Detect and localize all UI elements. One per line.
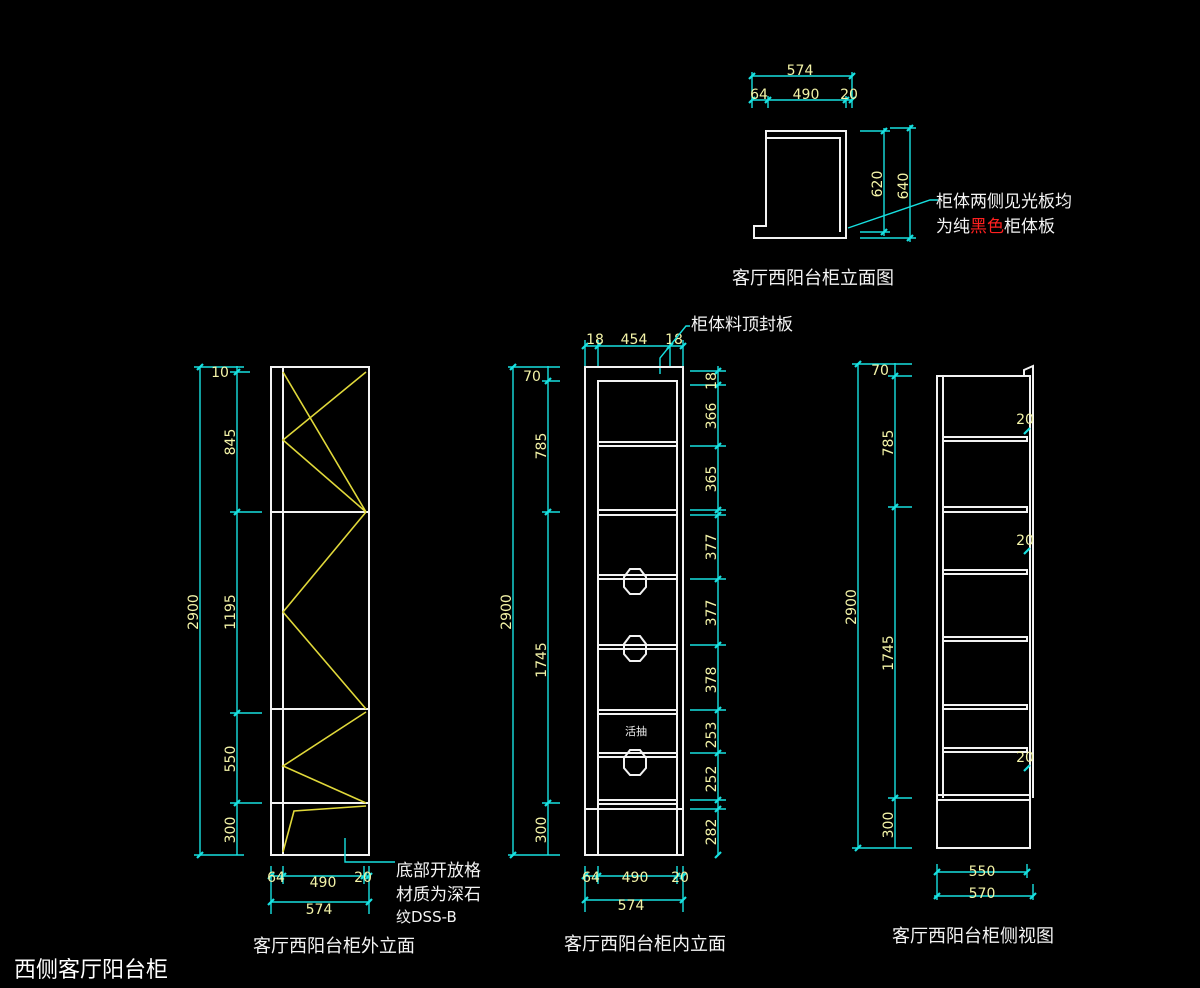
inner-drawer-label: 活抽 [625,724,647,738]
top-view-title: 客厅西阳台柜立面图 [732,268,894,289]
top-outer-height: 640 [896,173,912,200]
inner-base-dim: 300 [534,817,550,844]
inner-right-width: 20 [671,870,689,886]
outer-note-line2: 材质为深石 [396,885,481,905]
side-base-dim: 300 [881,812,897,839]
outer-lower-dim: 550 [223,746,239,773]
inner-total-height: 2900 [499,594,515,630]
outer-left-width: 64 [267,870,285,886]
side-gap-1: 20 [1016,412,1034,428]
top-inner-height: 620 [870,171,886,198]
outer-note-leader [344,838,395,863]
top-left-width: 64 [750,87,768,103]
top-view: 574 64 490 20 620 640 柜体两侧见光板均 为纯黑色柜体板 客… [732,63,1072,289]
inner-s2: 365 [704,466,720,493]
side-gap-2: 20 [1016,533,1034,549]
side-inner-width: 550 [969,864,996,880]
inner-top-left: 18 [586,332,604,348]
top-cabinet-outline [753,130,847,239]
outer-mid-width: 490 [310,875,337,891]
inner-s6: 253 [704,722,720,749]
inner-s1: 366 [704,403,720,430]
side-total-height: 2900 [844,589,860,625]
side-top-dim: 70 [871,363,889,379]
inner-s7: 252 [704,766,720,793]
inner-s5: 378 [704,667,720,694]
inner-s8: 282 [704,819,720,846]
inner-left-width: 64 [582,870,600,886]
top-note-line2: 为纯黑色柜体板 [936,217,1055,237]
side-view: 2900 70 785 1745 300 20 20 20 [844,360,1054,947]
outer-base-diagonal [282,805,367,853]
inner-lower-dim: 1745 [534,642,550,678]
inner-elevation: 18 454 18 柜体料顶封板 2900 70 785 1745 300 [499,315,793,955]
top-mid-width: 490 [793,87,820,103]
side-cabinet-frame [936,375,1031,849]
outer-door-diagonal-1 [281,371,367,513]
inner-s3: 377 [704,534,720,561]
inner-overall-width: 574 [618,898,645,914]
inner-handle-2 [623,635,647,662]
outer-upper-dim: 845 [223,429,239,456]
inner-top-dim: 70 [523,369,541,385]
page-title: 西侧客厅阳台柜 [14,958,168,983]
inner-upper-dim: 785 [534,433,550,460]
outer-door-diagonal-3 [281,711,367,804]
inner-elevation-title: 客厅西阳台柜内立面 [564,934,726,955]
side-outer-width: 570 [969,886,996,902]
inner-top-mid: 454 [621,332,648,348]
inner-handle-1 [623,568,647,595]
top-note-leader [847,199,938,229]
outer-cabinet-frame [270,366,370,856]
outer-door-diagonal-2 [281,511,367,710]
side-upper-dim: 785 [881,430,897,457]
outer-top-dim: 10 [211,365,229,381]
inner-cabinet-inner [597,380,678,805]
outer-overall-width: 574 [306,902,333,918]
side-lower-dim: 1745 [881,635,897,671]
outer-note-line3: 纹DSS-B [396,908,457,926]
top-note-line1: 柜体两侧见光板均 [936,192,1072,212]
side-gap-3: 20 [1016,750,1034,766]
top-cabinet-inner [765,137,841,232]
outer-elevation: 2900 10 845 1195 550 300 底部开放格 材质为深石 纹DS… [186,363,481,957]
inner-s1b: 18 [704,372,720,390]
outer-total-height: 2900 [186,594,202,630]
inner-mid-width: 490 [622,870,649,886]
outer-base-dim: 300 [223,817,239,844]
outer-note-line1: 底部开放格 [396,861,481,881]
top-right-width: 20 [840,87,858,103]
inner-cabinet-frame [584,366,684,856]
outer-elevation-title: 客厅西阳台柜外立面 [253,936,415,957]
outer-right-width: 20 [354,870,372,886]
side-view-title: 客厅西阳台柜侧视图 [892,926,1054,947]
inner-handle-3 [623,749,647,776]
inner-s4: 377 [704,600,720,627]
outer-middle-dim: 1195 [223,594,239,630]
inner-top-note: 柜体料顶封板 [691,315,793,335]
top-overall-width: 574 [787,63,814,79]
highlight-black: 黑色 [970,217,1004,237]
